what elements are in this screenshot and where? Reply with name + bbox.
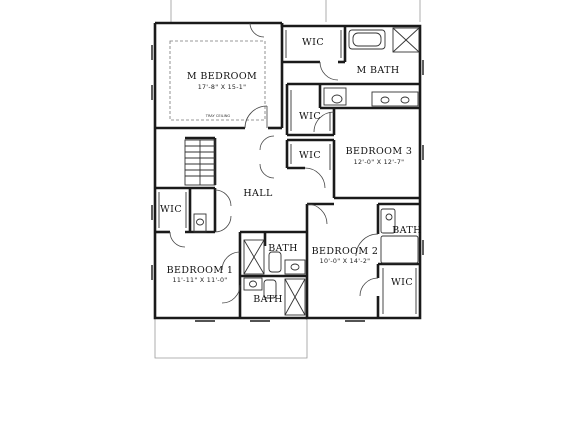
wic-mid-label: WIC xyxy=(299,111,321,122)
wic-top-label: WIC xyxy=(302,37,324,48)
fixtures xyxy=(193,27,420,316)
wic-b1-label: WIC xyxy=(160,204,182,215)
bedroom2-label: BEDROOM 2 xyxy=(312,246,379,257)
outline-lines xyxy=(154,0,421,359)
bath-center-bottom-label: BATH xyxy=(253,294,283,305)
bedroom2-dims: 10'-0" X 14'-2" xyxy=(320,258,371,265)
bedroom3-label: BEDROOM 3 xyxy=(346,146,413,157)
bath-center-top-label: BATH xyxy=(268,243,298,254)
tray-ceiling-outline xyxy=(169,40,266,121)
wic-b3-label: WIC xyxy=(299,150,321,161)
staircase xyxy=(184,139,216,186)
bath-b2-label: BATH xyxy=(392,225,422,236)
doors xyxy=(169,22,379,304)
tray-ceiling-note: TRAY CEILING xyxy=(205,114,231,118)
room-labels: M BEDROOM 17'-8" X 15-1" TRAY CEILING WI… xyxy=(160,37,422,305)
bedroom1-dims: 11'-11" X 11'-0" xyxy=(173,277,228,284)
m-bath-label: M BATH xyxy=(356,65,399,76)
wic-b2-label: WIC xyxy=(391,277,413,288)
hall-label: HALL xyxy=(243,188,273,199)
bedroom3-dims: 12'-0" X 12'-7" xyxy=(354,159,405,166)
bedroom1-label: BEDROOM 1 xyxy=(167,265,234,276)
m-bedroom-label: M BEDROOM xyxy=(187,71,257,82)
m-bedroom-dims: 17'-8" X 15-1" xyxy=(198,84,247,91)
closet-shelves xyxy=(158,30,417,314)
